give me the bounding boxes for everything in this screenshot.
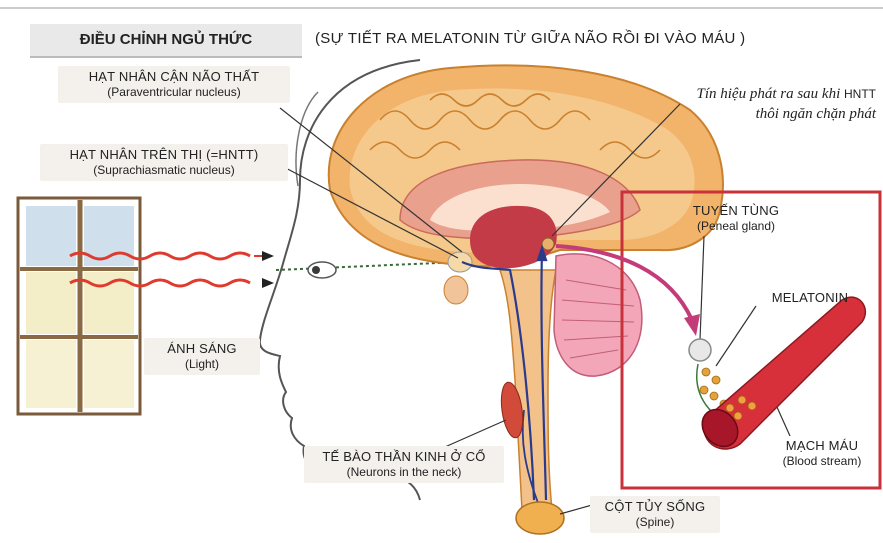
label-blood: MẠCH MÁU (Blood stream) xyxy=(766,438,878,469)
label-pineal-en: (Peneal gland) xyxy=(666,219,806,234)
label-signal-line1: Tín hiệu phát ra sau khi xyxy=(696,86,840,102)
label-light: ÁNH SÁNG (Light) xyxy=(144,338,260,375)
label-signal-tag: HNTT xyxy=(844,87,876,101)
spine-illustration xyxy=(516,502,564,534)
page-title: ĐIỀU CHỈNH NGỦ THỨC xyxy=(30,24,302,58)
label-neck-neurons-en: (Neurons in the neck) xyxy=(310,465,498,480)
label-neck-neurons: TẾ BÀO THẦN KINH Ở CỔ (Neurons in the ne… xyxy=(304,446,504,483)
label-suprachiasmatic-en: (Suprachiasmatic nucleus) xyxy=(46,163,282,178)
optic-path xyxy=(276,262,460,270)
page-subtitle: (SỰ TIẾT RA MELATONIN TỪ GIỮA NÃO RỒI ĐI… xyxy=(315,30,745,47)
label-light-vi: ÁNH SÁNG xyxy=(150,341,254,357)
label-signal: Tín hiệu phát ra sau khi HNTT thôi ngăn … xyxy=(650,84,876,125)
label-pineal: TUYẾN TÙNG (Peneal gland) xyxy=(666,203,806,234)
label-suprachiasmatic-vi: HẠT NHÂN TRÊN THỊ (=HNTT) xyxy=(46,147,282,163)
label-blood-en: (Blood stream) xyxy=(766,454,878,469)
blood-vessel-illustration xyxy=(695,297,865,454)
label-paraventricular: HẠT NHÂN CẬN NÃO THẤT (Paraventricular n… xyxy=(58,66,290,103)
label-spine-en: (Spine) xyxy=(596,515,714,530)
label-pineal-vi: TUYẾN TÙNG xyxy=(666,203,806,219)
label-suprachiasmatic: HẠT NHÂN TRÊN THỊ (=HNTT) (Suprachiasmat… xyxy=(40,144,288,181)
label-spine: CỘT TỦY SỐNG (Spine) xyxy=(590,496,720,533)
label-paraventricular-vi: HẠT NHÂN CẬN NÃO THẤT xyxy=(64,69,284,85)
pineal-bulb-icon xyxy=(689,339,711,361)
label-melatonin-vi: MELATONIN xyxy=(754,290,866,306)
label-light-en: (Light) xyxy=(150,357,254,372)
label-spine-vi: CỘT TỦY SỐNG xyxy=(596,499,714,515)
label-signal-line2: thôi ngăn chặn phát xyxy=(756,106,876,122)
brain-illustration xyxy=(329,65,723,510)
label-melatonin: MELATONIN xyxy=(754,290,866,306)
label-blood-vi: MẠCH MÁU xyxy=(766,438,878,454)
label-neck-neurons-vi: TẾ BÀO THẦN KINH Ở CỔ xyxy=(310,449,498,465)
label-paraventricular-en: (Paraventricular nucleus) xyxy=(64,85,284,100)
window-illustration xyxy=(18,198,140,414)
